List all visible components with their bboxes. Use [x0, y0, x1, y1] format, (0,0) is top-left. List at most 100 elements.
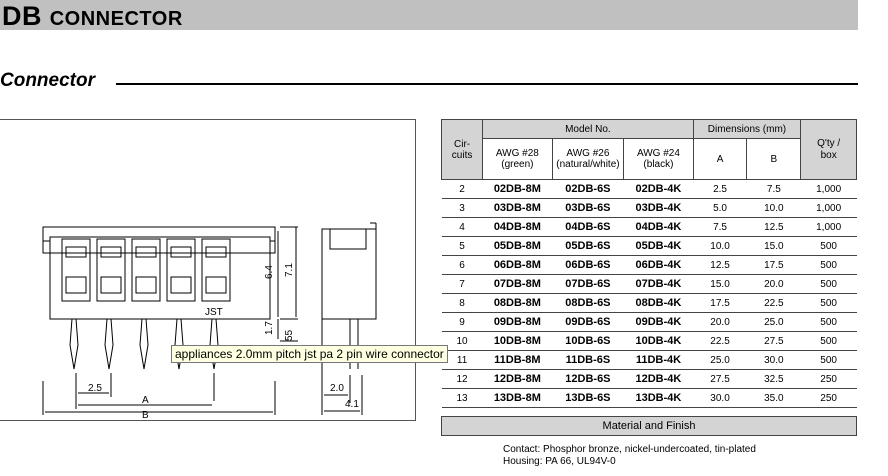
model-awg26-cell: 10DB-6S	[552, 331, 624, 351]
model-awg28-cell: 04DB-8M	[482, 217, 553, 237]
qty-cell: 1,000	[800, 198, 857, 218]
header-dimensions: Dimensions (mm)	[692, 119, 802, 139]
qty-cell: 500	[800, 255, 857, 275]
dim-b-cell: 27.5	[746, 331, 801, 351]
model-awg28-cell: 13DB-8M	[482, 388, 553, 408]
model-awg24-cell: 06DB-4K	[623, 255, 694, 275]
image-tooltip: appliances 2.0mm pitch jst pa 2 pin wire…	[171, 345, 448, 363]
model-awg28-cell: 10DB-8M	[482, 331, 553, 351]
dim-b-cell: 32.5	[746, 369, 801, 389]
model-awg24-cell: 10DB-4K	[623, 331, 694, 351]
model-awg26-cell: 07DB-6S	[552, 274, 624, 294]
circuits-cell: 12	[441, 369, 483, 389]
model-awg24-cell: 03DB-4K	[623, 198, 694, 218]
model-awg24-cell: 05DB-4K	[623, 236, 694, 256]
circuits-cell: 8	[441, 293, 483, 313]
model-awg24-cell: 11DB-4K	[623, 350, 694, 370]
dim-a-cell: 7.5	[693, 217, 747, 237]
header-awg26: AWG #26 (natural/white)	[551, 138, 625, 180]
model-awg28-cell: 05DB-8M	[482, 236, 553, 256]
model-awg28-cell: 08DB-8M	[482, 293, 553, 313]
dim-height-7-1: 7.1	[284, 263, 295, 277]
dim-side-2-0: 2.0	[330, 383, 344, 394]
qty-cell: 250	[800, 369, 857, 389]
spec-table: Cir- cuits Model No. Dimensions (mm) Q't…	[440, 119, 857, 408]
dim-a-cell: 20.0	[693, 312, 747, 332]
dim-a-cell: 15.0	[693, 274, 747, 294]
dim-b-cell: 25.0	[746, 312, 801, 332]
dim-a: A	[142, 395, 149, 406]
material-contact: Contact: Phosphor bronze, nickel-underco…	[503, 444, 756, 455]
model-awg24-cell: 04DB-4K	[623, 217, 694, 237]
model-awg28-cell: 11DB-8M	[482, 350, 553, 370]
model-awg24-cell: 08DB-4K	[623, 293, 694, 313]
section-title: Connector	[0, 70, 95, 91]
dim-b-cell: 35.0	[746, 388, 801, 408]
material-heading: Material and Finish	[441, 416, 857, 436]
dim-b-cell: 10.0	[746, 198, 801, 218]
dim-a-cell: 12.5	[693, 255, 747, 275]
circuits-cell: 6	[441, 255, 483, 275]
drawing-frame	[0, 119, 416, 421]
model-awg26-cell: 05DB-6S	[552, 236, 624, 256]
dim-b-cell: 20.0	[746, 274, 801, 294]
dim-b-cell: 30.0	[746, 350, 801, 370]
page-title: DB CONNECTOR	[2, 1, 183, 32]
model-awg26-cell: 02DB-6S	[552, 179, 624, 199]
model-awg26-cell: 06DB-6S	[552, 255, 624, 275]
model-awg28-cell: 06DB-8M	[482, 255, 553, 275]
qty-cell: 1,000	[800, 179, 857, 199]
model-awg24-cell: 13DB-4K	[623, 388, 694, 408]
model-awg24-cell: 07DB-4K	[623, 274, 694, 294]
housing-marking: JST	[205, 307, 223, 318]
material-housing: Housing: PA 66, UL94V-0	[503, 456, 616, 467]
model-awg26-cell: 04DB-6S	[552, 217, 624, 237]
housing-top	[42, 226, 276, 254]
model-awg28-cell: 12DB-8M	[482, 369, 553, 389]
dim-a-cell: 5.0	[693, 198, 747, 218]
dim-b: B	[142, 410, 149, 421]
circuits-cell: 5	[441, 236, 483, 256]
dim-b-cell: 17.5	[746, 255, 801, 275]
circuits-cell: 4	[441, 217, 483, 237]
dim-b-cell: 22.5	[746, 293, 801, 313]
circuits-cell: 13	[441, 388, 483, 408]
model-awg24-cell: 12DB-4K	[623, 369, 694, 389]
header-a: A	[692, 138, 748, 180]
model-awg24-cell: 09DB-4K	[623, 312, 694, 332]
dim-b-cell: 15.0	[746, 236, 801, 256]
header-b: B	[746, 138, 802, 180]
header-qty: Q'ty / box	[800, 119, 857, 180]
dim-b-cell: 7.5	[746, 179, 801, 199]
model-awg28-cell: 09DB-8M	[482, 312, 553, 332]
header-model: Model No.	[482, 119, 694, 139]
model-awg28-cell: 07DB-8M	[482, 274, 553, 294]
header-circuits: Cir- cuits	[440, 119, 484, 180]
page-title-connector: CONNECTOR	[49, 8, 183, 30]
qty-cell: 500	[800, 312, 857, 332]
model-awg28-cell: 02DB-8M	[482, 179, 553, 199]
header-banner	[0, 0, 858, 30]
dim-a-cell: 2.5	[693, 179, 747, 199]
model-awg26-cell: 08DB-6S	[552, 293, 624, 313]
dim-pitch: 2.5	[88, 383, 102, 394]
section-rule	[116, 83, 858, 85]
dim-b-cell: 12.5	[746, 217, 801, 237]
model-awg26-cell: 03DB-6S	[552, 198, 624, 218]
model-awg26-cell: 09DB-6S	[552, 312, 624, 332]
qty-cell: 500	[800, 236, 857, 256]
dim-a-cell: 27.5	[693, 369, 747, 389]
page-title-db: DB	[2, 1, 42, 31]
dim-side-4-1: 4.1	[345, 399, 359, 410]
